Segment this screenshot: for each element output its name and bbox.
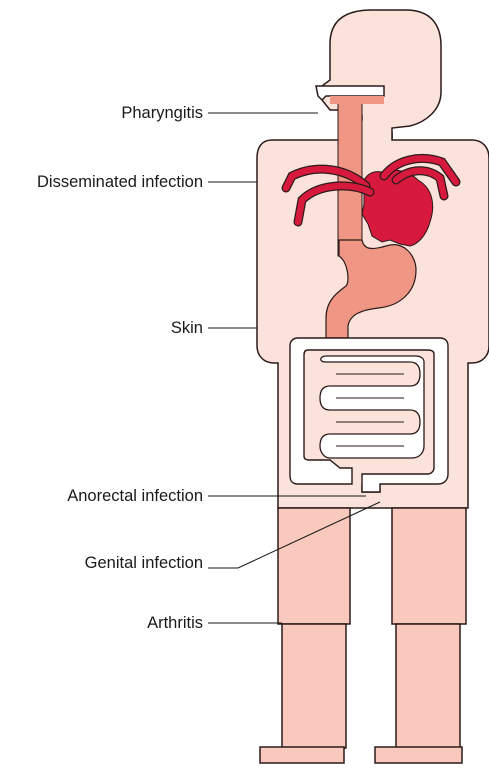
anus — [362, 484, 380, 492]
label-pharyngitis: Pharyngitis — [121, 103, 203, 123]
head — [316, 10, 441, 140]
label-disseminated-infection: Disseminated infection — [37, 172, 203, 192]
label-anorectal-infection: Anorectal infection — [67, 486, 203, 506]
legs — [260, 508, 466, 763]
label-skin: Skin — [171, 318, 203, 338]
label-genital-infection: Genital infection — [85, 553, 203, 573]
label-arthritis: Arthritis — [147, 613, 203, 633]
